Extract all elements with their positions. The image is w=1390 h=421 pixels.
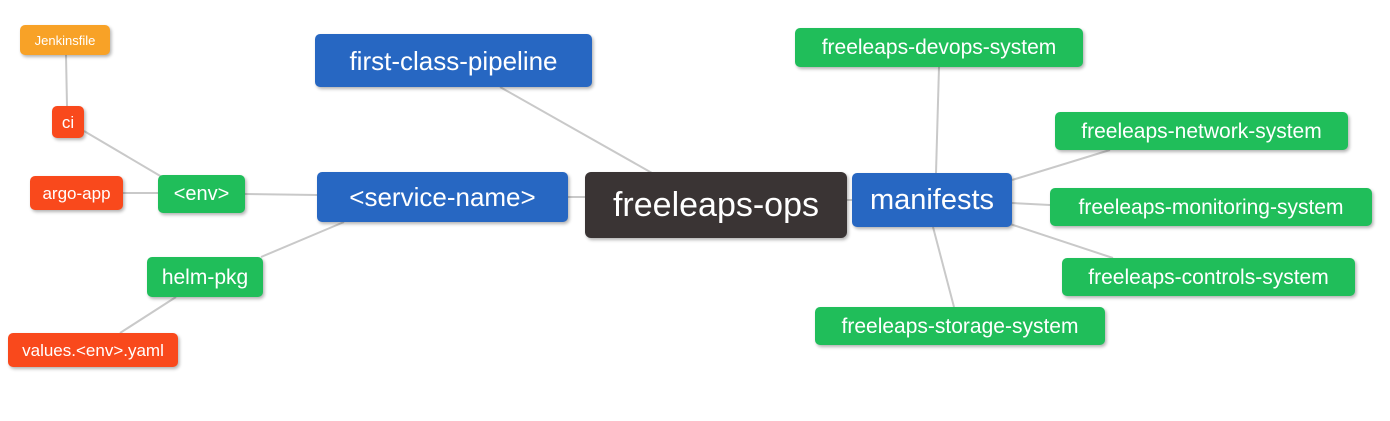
node-env[interactable]: <env> [158,175,245,213]
node-freeleaps-controls-system[interactable]: freeleaps-controls-system [1062,258,1355,296]
node-label: manifests [869,183,995,216]
node-label: first-class-pipeline [349,45,558,76]
edge-env-service-name [244,193,318,196]
node-label: freeleaps-controls-system [1088,265,1329,289]
node-freeleaps-network-system[interactable]: freeleaps-network-system [1055,112,1348,150]
node-freeleaps-ops[interactable]: freeleaps-ops [585,172,847,238]
node-ci[interactable]: ci [52,106,84,138]
node-label: <env> [173,183,230,205]
edge-ci-env [83,130,163,178]
node-label: values.<env>.yaml [22,340,164,360]
node-label: helm-pkg [161,265,249,289]
node-label: Jenkinsfile [34,32,96,48]
node-argo-app[interactable]: argo-app [30,176,123,210]
edge-helm-pkg-values-env-yaml [119,296,177,334]
edge-jenkinsfile-ci [65,54,68,107]
edge-manifests-freeleaps-controls-system [1009,223,1114,259]
node-jenkinsfile[interactable]: Jenkinsfile [20,25,110,55]
node-label: freeleaps-monitoring-system [1078,195,1344,219]
node-manifests[interactable]: manifests [852,173,1012,227]
node-freeleaps-devops-system[interactable]: freeleaps-devops-system [795,28,1083,67]
node-first-class-pipeline[interactable]: first-class-pipeline [315,34,592,87]
node-values-env-yaml[interactable]: values.<env>.yaml [8,333,178,367]
edge-manifests-freeleaps-storage-system [932,226,955,308]
node-freeleaps-monitoring-system[interactable]: freeleaps-monitoring-system [1050,188,1372,226]
edge-manifests-freeleaps-network-system [1011,149,1111,181]
node-label: argo-app [42,183,111,203]
node-helm-pkg[interactable]: helm-pkg [147,257,263,297]
node-label: ci [61,112,75,132]
node-label: <service-name> [349,182,536,212]
node-service-name[interactable]: <service-name> [317,172,568,222]
node-freeleaps-storage-system[interactable]: freeleaps-storage-system [815,307,1105,345]
edge-first-class-pipeline-freeleaps-ops [499,86,653,174]
edge-service-name-helm-pkg [260,221,345,258]
edge-manifests-freeleaps-devops-system [935,66,940,174]
node-label: freeleaps-devops-system [821,36,1057,59]
node-label: freeleaps-network-system [1081,119,1322,143]
node-label: freeleaps-storage-system [841,314,1079,338]
edge-manifests-freeleaps-monitoring-system [1011,202,1051,206]
node-label: freeleaps-ops [612,186,819,224]
